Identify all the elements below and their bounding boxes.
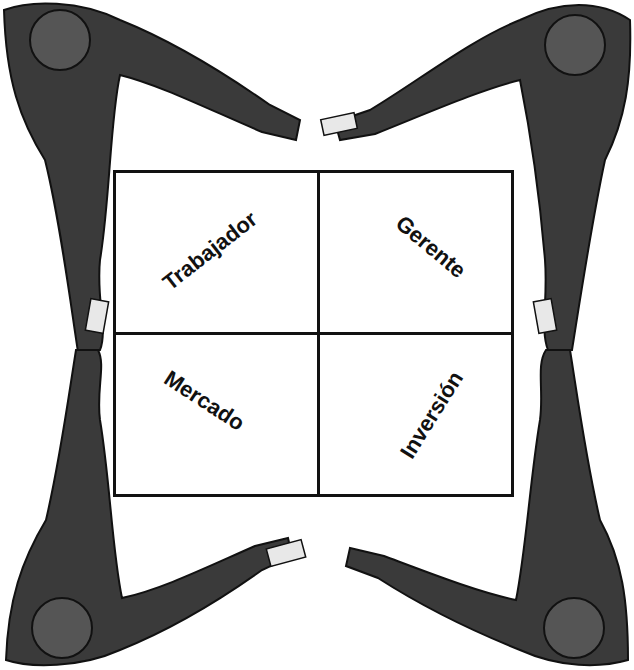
quadrant-label: Trabajador [159,208,261,295]
quadrant-label: Inversión [397,368,467,463]
quadrant-cell: Mercado [113,332,320,497]
quadrant-cell: Gerente [317,170,514,335]
quadrant-cell: Inversión [317,332,514,497]
quadrant-label: Mercado [160,367,248,435]
quadrant-cell: Trabajador [113,170,320,335]
quadrant-label: Gerente [391,212,469,282]
